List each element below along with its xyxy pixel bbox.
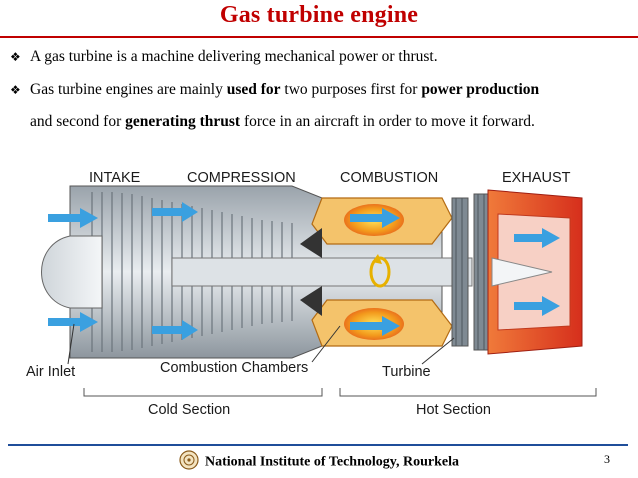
airflow-arrow-icon [48,312,98,332]
rotation-icon [369,254,391,288]
combustion-chambers-pointer [311,325,341,363]
organization-name: National Institute of Technology, Rourke… [205,454,459,470]
bullet-text: force in an aircraft in order to move it… [240,113,535,130]
airflow-arrow-icon [514,296,560,316]
airflow-arrow-icon [152,320,198,340]
title-bar: Gas turbine engine [0,0,638,36]
exhaust-nozzle [487,189,583,355]
exhaust-cone [491,257,553,287]
bullet-item: ❖ Gas turbine engines are mainly used for… [10,77,630,103]
compression-label: COMPRESSION [187,170,296,186]
bullet-list: ❖ A gas turbine is a machine delivering m… [10,44,630,134]
combustion-label: COMBUSTION [340,170,438,186]
airflow-arrow-icon [152,202,198,222]
airflow-arrow-icon [514,228,560,248]
airflow-arrow-icon [350,316,400,336]
bold-text: generating thrust [125,113,241,130]
bold-text: used for [226,81,281,98]
institute-logo-icon [179,450,199,475]
title-divider [0,36,638,38]
turbine-stage [451,193,489,351]
combustion-chambers-label: Combustion Chambers [160,360,308,376]
section-brackets [83,388,597,397]
airflow-arrows [48,202,560,340]
bullet-text: Gas turbine engines are mainly [30,81,227,98]
bullet-text: two purposes first for [280,81,422,98]
nose-cone [41,235,103,309]
air-inlet-label: Air Inlet [26,364,75,380]
bold-text: power production [421,81,540,98]
airflow-arrow-icon [350,208,400,228]
footer-divider [8,444,628,446]
cold-section-label: Cold Section [148,402,230,418]
footer: National Institute of Technology, Rourke… [0,450,638,474]
airflow-arrow-icon [48,208,98,228]
turbine-pointer [421,337,455,365]
gas-turbine-diagram: INTAKE COMPRESSION COMBUSTION EXHAUST [22,158,616,426]
bullet-text: and second for [30,113,126,130]
bullet-continuation: and second for generating thrust force i… [10,109,630,134]
air-inlet-pointer [67,323,75,365]
turbine-label: Turbine [382,364,431,380]
hot-section-label: Hot Section [416,402,491,418]
diamond-bullet-icon: ❖ [10,83,21,97]
intake-label: INTAKE [89,170,141,186]
bullet-text: A gas turbine is a machine delivering me… [30,48,438,65]
engine-illustration: INTAKE COMPRESSION COMBUSTION EXHAUST [26,170,597,418]
bullet-item: ❖ A gas turbine is a machine delivering m… [10,44,630,70]
diamond-bullet-icon: ❖ [10,50,21,64]
exhaust-label: EXHAUST [502,170,571,186]
page-number: 3 [604,452,610,466]
slide-title: Gas turbine engine [219,2,419,28]
